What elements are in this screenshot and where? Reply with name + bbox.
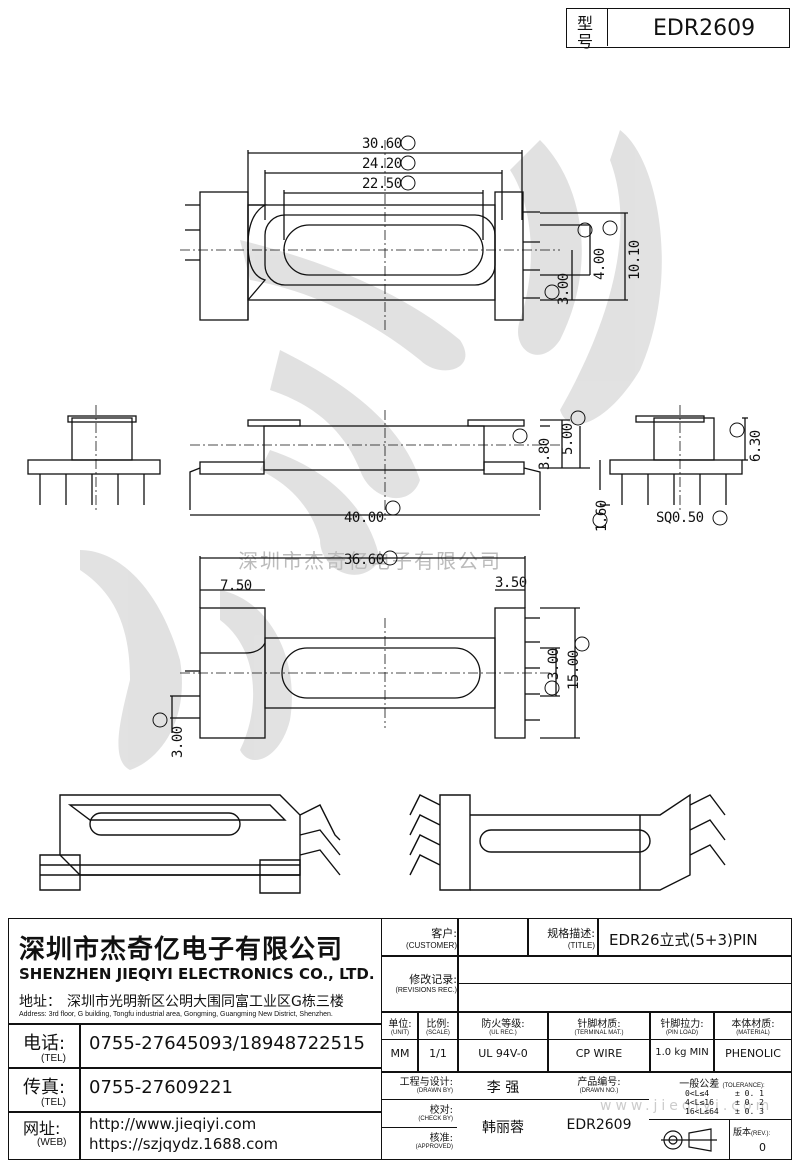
revisions-label: 修改记录: (REVISIONS REC.) [395, 973, 457, 994]
dim-n: 15.00 [566, 650, 582, 690]
unit-value: MM [390, 1047, 410, 1060]
dim-h: 5.00 [560, 423, 576, 455]
version-label: 版本(REV.): [733, 1128, 771, 1138]
model-label-cell: 型 号 [567, 9, 608, 51]
ul-value: UL 94V-0 [478, 1047, 528, 1060]
unit-label: 单位: (UNIT) [388, 1019, 412, 1036]
check-label: 校对: (CHECK BY) [418, 1105, 453, 1122]
scale-label: 比例: (SCALE) [426, 1019, 450, 1036]
version-value: 0 [759, 1141, 766, 1154]
company-section: 深圳市杰奇亿电子有限公司 SHENZHEN JIEQIYI ELECTRONIC… [9, 919, 382, 1159]
tol-row: 4<L≤16± 0. 2 [685, 1098, 764, 1107]
model-value: EDR2609 [653, 16, 756, 41]
site-watermark: www.jieqiyi.com [600, 1098, 774, 1114]
projection-symbol-icon [661, 1128, 717, 1152]
dim-c: 22.50 [362, 176, 402, 192]
dim-l: 40.00 [344, 510, 384, 526]
tolerance-label: 一般公差 (TOLERANCE): [679, 1079, 765, 1090]
dim-f: 10.10 [627, 240, 643, 280]
dim-k: SQ0.50 [656, 510, 704, 526]
ul-label: 防火等级: (UL REC.) [481, 1019, 525, 1036]
fax-label: 传真: [23, 1077, 66, 1098]
drawn-label: 工程与设计: (DRAWN BY) [399, 1077, 453, 1094]
side-views-drawing [27, 405, 748, 528]
model-label-1: 型 [577, 14, 594, 33]
dim-p: 3.00 [170, 726, 186, 758]
dim-e: 4.00 [592, 248, 608, 280]
dim-d: 3.00 [556, 273, 572, 305]
material-label: 本体材质: (MATERIAL) [731, 1019, 775, 1036]
dim-i: 1.60 [594, 500, 610, 532]
address-en: Address: 3rd floor, G building, Tongfu i… [19, 1011, 333, 1018]
logo-watermark [80, 130, 662, 770]
model-label-2: 号 [577, 32, 594, 51]
title-block: 深圳市杰奇亿电子有限公司 SHENZHEN JIEQIYI ELECTRONIC… [8, 918, 792, 1160]
tel-label: 电话: [23, 1033, 66, 1054]
web-link-1[interactable]: http://www.jieqiyi.com [89, 1115, 257, 1133]
material-value: PHENOLIC [725, 1047, 781, 1060]
dim-w1: 7.50 [220, 578, 252, 594]
tel-label-en: (TEL) [41, 1053, 66, 1064]
dim-o: 3.00 [546, 648, 562, 680]
pin-load-value: 1.0 kg MIN [655, 1047, 709, 1058]
web-label-en: (WEB) [37, 1137, 67, 1148]
tel-value: 0755-27645093/18948722515 [89, 1033, 365, 1054]
spec-value: EDR26立式(5+3)PIN [609, 931, 758, 949]
tol-row: 16<L≤64± 0. 3 [685, 1107, 764, 1116]
fax-label-en: (TEL) [41, 1097, 66, 1108]
approved-value: 韩丽蓉 [482, 1120, 524, 1136]
customer-label: 客户: (CUSTOMER) [406, 927, 457, 950]
dim-w2: 3.50 [495, 575, 527, 591]
address-cn: 深圳市光明新区公明大围同富工业区G栋三楼 [67, 994, 344, 1010]
drawn-value: 李 强 [486, 1080, 520, 1096]
company-name-cn: 深圳市杰奇亿电子有限公司 [19, 935, 344, 965]
web-link-2[interactable]: https://szjqydz.1688.com [89, 1135, 279, 1153]
web-label: 网址: [23, 1119, 61, 1138]
tolerance-rows: 0<L≤4± 0. 1 4<L≤16± 0. 2 16<L≤64± 0. 3 [685, 1089, 764, 1116]
pin-mat-value: CP WIRE [575, 1047, 623, 1060]
dim-m: 36.60 [344, 552, 384, 568]
fax-value: 0755-27609221 [89, 1077, 233, 1098]
bottom-view-drawing [152, 550, 590, 739]
address-label: 地址： [19, 994, 61, 1010]
product-no-label: 产品编号: (DRAWN NO.) [577, 1077, 621, 1094]
model-box: 型 号 EDR2609 [566, 8, 790, 51]
dim-b: 24.20 [362, 156, 402, 172]
isometric-views-drawing [39, 793, 726, 894]
scale-value: 1/1 [429, 1047, 447, 1060]
company-name-en: SHENZHEN JIEQIYI ELECTRONICS CO., LTD. [19, 965, 375, 983]
dim-j: 6.30 [748, 430, 764, 462]
approved-label: 核准: (APPROVED) [415, 1133, 453, 1150]
top-view-drawing [180, 135, 628, 330]
pin-load-label: 针脚拉力: (PIN LOAD) [660, 1019, 704, 1036]
pin-mat-label: 针脚材质: (TERMINAL MAT.) [574, 1019, 624, 1036]
spec-label: 规格描述: (TITLE) [547, 927, 595, 950]
product-no-value: EDR2609 [566, 1117, 632, 1133]
text-watermark: 深圳市杰奇亿电子有限公司 [238, 549, 502, 573]
dim-a: 30.60 [362, 136, 402, 152]
tol-row: 0<L≤4± 0. 1 [685, 1089, 764, 1098]
dim-g: 3.80 [537, 438, 553, 470]
